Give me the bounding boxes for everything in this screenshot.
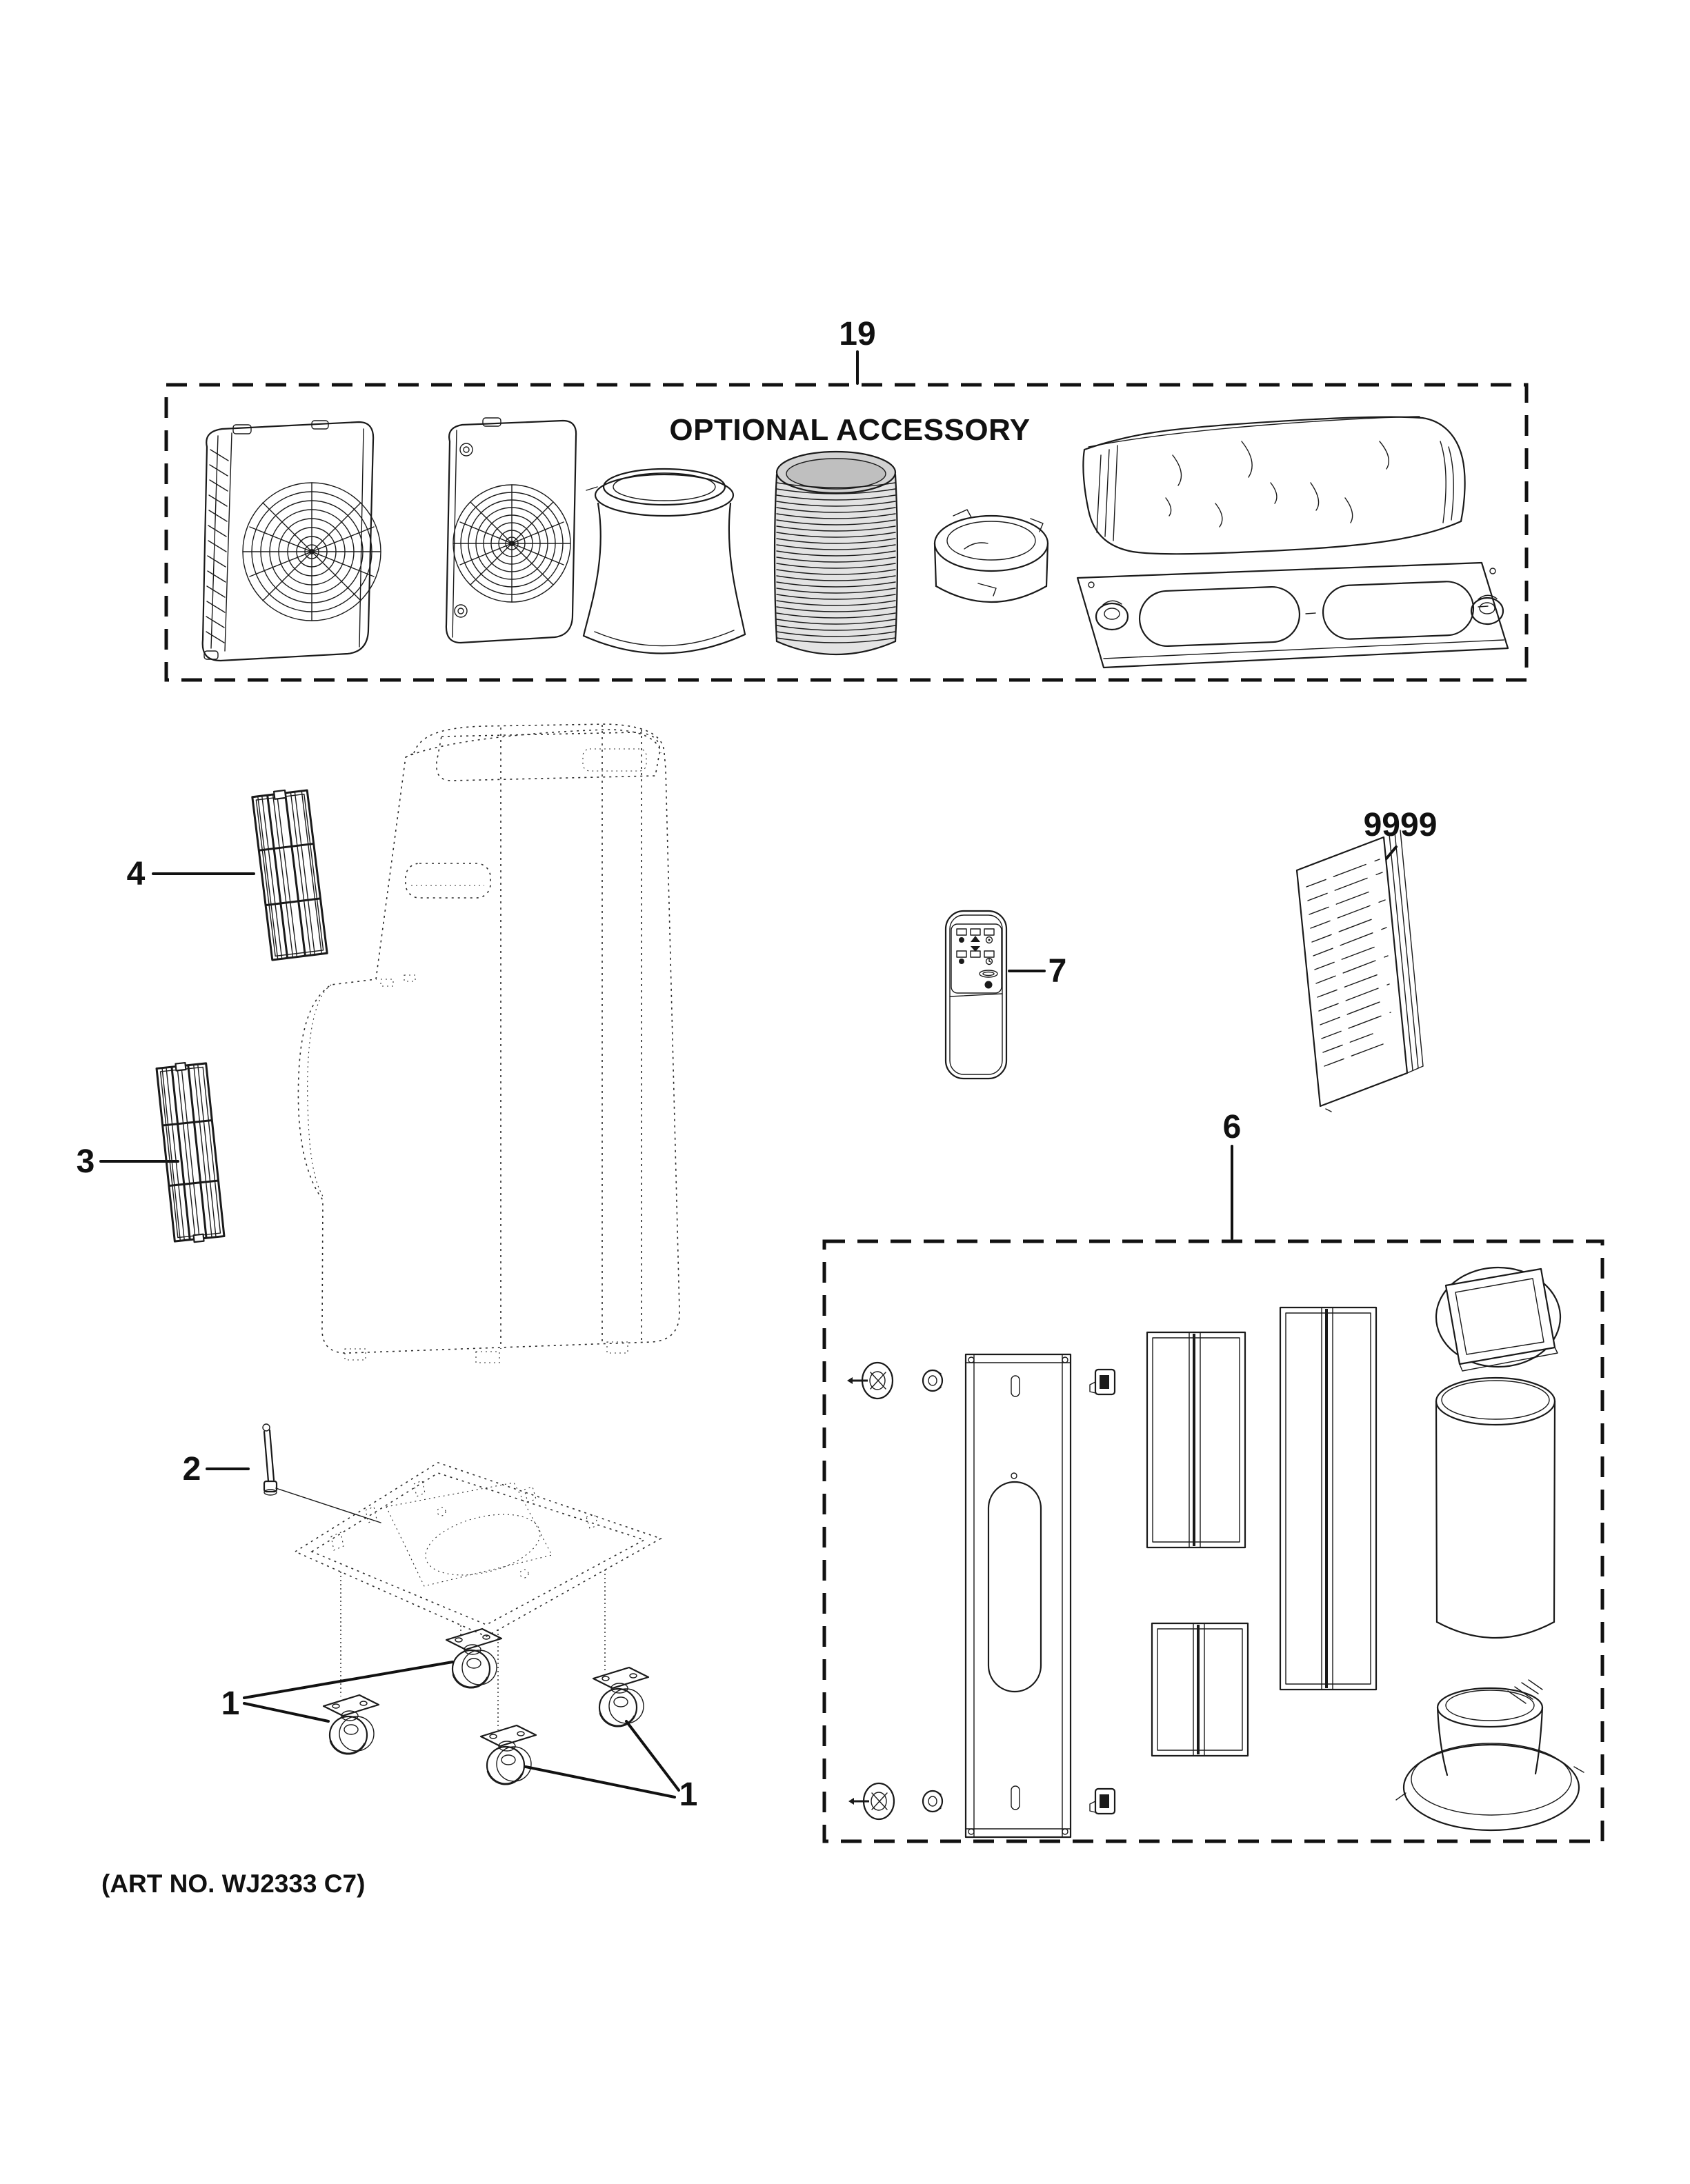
drain-pin: 2 bbox=[183, 1423, 381, 1523]
kit-screw-bottom bbox=[848, 1782, 895, 1821]
kit-screw-top bbox=[847, 1361, 894, 1400]
duct-adapter-funnel bbox=[582, 468, 746, 654]
callout-1-right: 1 bbox=[679, 1776, 698, 1813]
rear-grille-panel-right bbox=[445, 417, 577, 644]
callout-19: 19 bbox=[839, 316, 875, 352]
window-panel-short-lower bbox=[1151, 1622, 1249, 1757]
window-kit-box-border bbox=[822, 1239, 1604, 1843]
window-panel-short-upper bbox=[1146, 1331, 1246, 1549]
unit-handle bbox=[405, 863, 491, 899]
fan-grille-right bbox=[453, 484, 571, 603]
window-panel-tall bbox=[1279, 1306, 1378, 1691]
callout-2: 2 bbox=[183, 1451, 201, 1487]
exhaust-hose bbox=[773, 450, 899, 656]
square-flange-adapter bbox=[1435, 1266, 1562, 1372]
art-number: (ART NO. WJ2333 C7) bbox=[101, 1870, 365, 1898]
casters-callout-left: 1 bbox=[221, 1661, 454, 1723]
fan-grille-left bbox=[242, 482, 381, 621]
louvre-slats bbox=[206, 432, 232, 652]
kit-clamp-bottom bbox=[1089, 1787, 1116, 1815]
callout-3: 3 bbox=[77, 1143, 95, 1180]
window-kit-box: 6 bbox=[822, 1109, 1604, 1843]
main-unit-ghost bbox=[297, 723, 680, 1363]
remote-control: 7 bbox=[944, 910, 1067, 1080]
callout-4: 4 bbox=[127, 856, 146, 892]
kit-hose-cylinder bbox=[1435, 1376, 1556, 1639]
kit-nut-bottom bbox=[922, 1790, 944, 1813]
plastic-cover-bag bbox=[1082, 416, 1466, 555]
window-bracket-plate bbox=[1076, 561, 1509, 669]
oval-flange-adapter bbox=[1395, 1679, 1584, 1832]
caster-upper bbox=[445, 1627, 503, 1689]
caster-left bbox=[322, 1694, 380, 1755]
kit-clamp-top bbox=[1089, 1368, 1116, 1396]
caster-middle bbox=[479, 1724, 537, 1785]
remote-buttons bbox=[956, 928, 998, 989]
callout-1-left: 1 bbox=[221, 1685, 240, 1722]
owners-manual: 9999 bbox=[1295, 807, 1438, 1112]
air-filter-upper: 4 bbox=[127, 789, 328, 961]
hose-collar-ring bbox=[933, 509, 1049, 603]
accessory-box-border bbox=[164, 383, 1529, 682]
callout-7: 7 bbox=[1048, 953, 1067, 990]
kit-nut-top bbox=[922, 1369, 944, 1392]
caster-right bbox=[592, 1666, 650, 1727]
accessory-box-title: OPTIONAL ACCESSORY bbox=[669, 413, 1030, 447]
callout-9999: 9999 bbox=[1364, 807, 1438, 843]
casters-callout-right: 1 bbox=[524, 1720, 698, 1813]
base-pan-assembly: 2 bbox=[183, 1423, 698, 1813]
rear-grille-panel-left bbox=[201, 420, 381, 662]
base-pan-ghost bbox=[294, 1462, 662, 1637]
optional-accessory-box: 19 OPTIONAL ACCESSORY bbox=[164, 316, 1529, 682]
callout-6: 6 bbox=[1223, 1109, 1242, 1145]
window-slide-bracket bbox=[964, 1353, 1072, 1839]
air-filter-lower: 3 bbox=[77, 1061, 226, 1243]
